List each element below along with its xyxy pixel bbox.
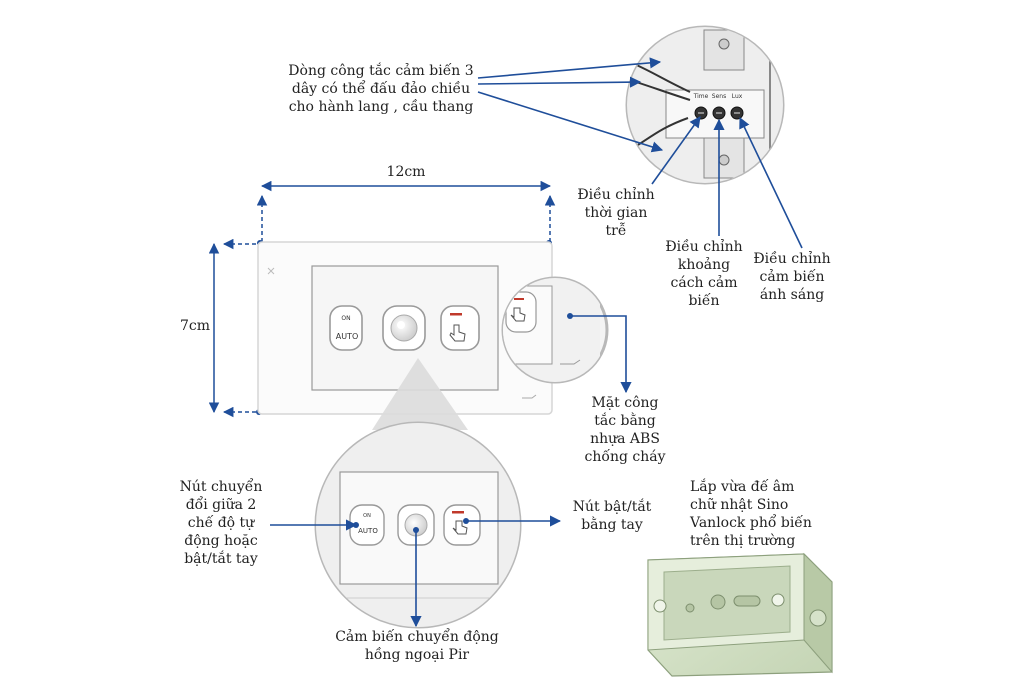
zoom-on-label: ON	[363, 513, 371, 519]
delay-callout: Điều chỉnh thời gian trễ	[568, 186, 664, 240]
callout-arrows	[270, 57, 803, 628]
mode-line-1: Nút chuyển	[179, 479, 263, 495]
manual-line-1: Nút bật/tắt	[572, 499, 652, 515]
knob-sens-label: Sens	[712, 93, 726, 100]
mode-line-4: động hoặc	[184, 533, 258, 549]
lux-line-2: cảm biến	[759, 269, 825, 285]
wire-line-2: dây có thể đấu đảo chiều	[291, 81, 471, 97]
mode-button[interactable]: ON AUTO	[329, 305, 363, 351]
zoom-cone	[372, 358, 468, 430]
surface-line-2: tắc bằng	[594, 413, 656, 429]
surface-line-1: Mặt công	[591, 395, 659, 411]
lux-line-3: ánh sáng	[759, 287, 825, 303]
box-callout: Lắp vừa đế âm chữ nhật Sino Vanlock phổ …	[690, 478, 840, 550]
lux-line-1: Điều chỉnh	[753, 251, 831, 267]
back-zoom: Time Sens Lux	[625, 25, 785, 185]
mode-button-auto-label: AUTO	[336, 332, 359, 341]
distance-line-4: biến	[688, 293, 720, 309]
hand-touch-icon	[449, 324, 466, 342]
manual-callout: Nút bật/tắt bằng tay	[562, 498, 662, 534]
box-line-3: Vanlock phổ biến	[690, 515, 812, 531]
mode-button-on-label: ON	[341, 315, 350, 322]
manual-button[interactable]	[440, 305, 480, 351]
distance-line-2: khoảng	[677, 257, 731, 273]
distance-callout: Điều chỉnh khoảng cách cảm biến	[656, 238, 752, 310]
distance-line-1: Điều chỉnh	[665, 239, 743, 255]
box-line-1: Lắp vừa đế âm	[690, 479, 795, 495]
pir-line-2: hồng ngoại Pir	[364, 647, 470, 663]
wire-line-3: cho hành lang , cầu thang	[288, 99, 474, 115]
wire-callout: Dòng công tắc cảm biến 3 dây có thể đấu …	[283, 62, 479, 116]
mounting-box	[647, 552, 833, 677]
zoom-auto-label: AUTO	[358, 527, 378, 535]
knob-lux-label: Lux	[732, 93, 743, 100]
width-label: 12cm	[387, 164, 426, 180]
pir-sensor	[382, 305, 426, 351]
mode-callout: Nút chuyển đổi giữa 2 chế độ tự động hoặ…	[166, 478, 276, 568]
height-dimension	[208, 238, 256, 418]
mode-line-3: chế độ tự	[187, 515, 255, 531]
height-label: 7cm	[180, 318, 210, 334]
width-dimension	[256, 180, 556, 242]
mode-line-5: bật/tắt tay	[184, 551, 258, 567]
box-line-4: trên thị trường	[690, 533, 796, 549]
delay-line-3: trễ	[605, 223, 627, 239]
surface-line-4: chống cháy	[584, 449, 666, 465]
mode-line-2: đổi giữa 2	[185, 497, 257, 513]
surface-line-3: nhựa ABS	[590, 431, 660, 447]
wire-line-1: Dòng công tắc cảm biến 3	[288, 63, 474, 79]
distance-line-3: cách cảm	[670, 275, 738, 291]
knob-time-label: Time	[693, 93, 709, 100]
pir-line-1: Cảm biến chuyển động	[335, 629, 499, 645]
pir-callout: Cảm biến chuyển động hồng ngoại Pir	[312, 628, 522, 664]
box-line-2: chữ nhật Sino	[690, 497, 789, 513]
front-zoom: ON AUTO	[314, 421, 522, 629]
lux-callout: Điều chỉnh cảm biến ánh sáng	[744, 250, 840, 304]
surface-callout: Mặt công tắc bằng nhựa ABS chống cháy	[570, 394, 680, 466]
manual-line-2: bằng tay	[581, 517, 643, 533]
delay-line-1: Điều chỉnh	[577, 187, 655, 203]
delay-line-2: thời gian	[584, 205, 648, 221]
